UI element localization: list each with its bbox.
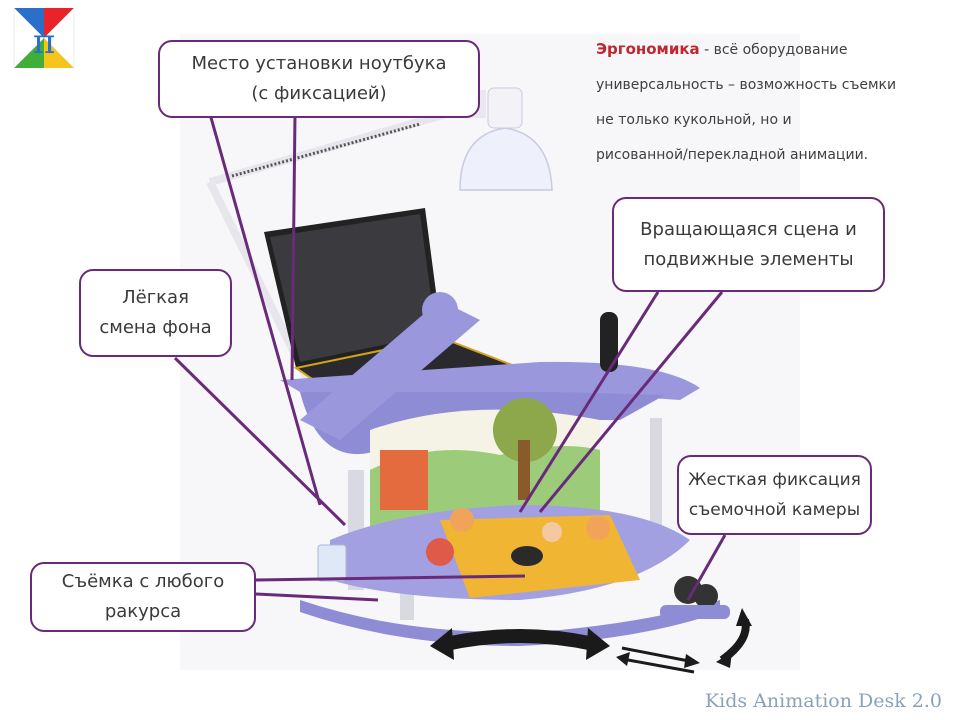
callout-laptop: Место установки ноутбука (с фиксацией) bbox=[158, 40, 480, 118]
callout-stage: Вращающаяся сцена и подвижные элементы bbox=[612, 197, 885, 292]
callout-background-line-1: Лёгкая bbox=[122, 287, 189, 308]
callout-camera-line-2: съемочной камеры bbox=[688, 500, 861, 520]
callout-camera: Жесткая фиксация съемочной камеры bbox=[677, 455, 872, 535]
callout-stage-line-2: подвижные элементы bbox=[643, 248, 854, 270]
leader-lines bbox=[173, 113, 727, 602]
callout-angle: Съёмка с любого ракурса bbox=[30, 562, 256, 632]
rotate-arrow-icon bbox=[430, 628, 610, 660]
callout-laptop-line-1: Место установки ноутбука bbox=[191, 53, 447, 74]
ergonomics-line-2: универсальность – возможность съемки bbox=[596, 77, 897, 93]
pi-logo-icon: π bbox=[13, 7, 75, 69]
callout-camera-line-1: Жесткая фиксация bbox=[688, 470, 861, 490]
callout-laptop-line-2: (с фиксацией) bbox=[251, 83, 387, 104]
ergonomics-heading: Эргономика bbox=[596, 40, 700, 58]
footer-title: Kids Animation Desk 2.0 bbox=[704, 690, 942, 712]
callout-angle-line-1: Съёмка с любого bbox=[61, 571, 225, 592]
laptop bbox=[264, 208, 524, 400]
ergonomics-line-1-rest: - всё оборудование bbox=[699, 42, 848, 58]
move-arrows-icon bbox=[616, 608, 752, 674]
callout-background-line-2: смена фона bbox=[99, 317, 212, 338]
logo-symbol: π bbox=[33, 22, 55, 62]
ergonomics-note: Эргономика - всё оборудование универсаль… bbox=[596, 32, 926, 173]
callout-angle-line-2: ракурса bbox=[104, 601, 182, 622]
callout-background: Лёгкая смена фона bbox=[79, 269, 232, 357]
lamp bbox=[206, 87, 553, 387]
callout-stage-line-1: Вращающаяся сцена и bbox=[640, 218, 857, 240]
ergonomics-line-4: рисованной/перекладной анимации. bbox=[596, 147, 869, 163]
ergonomics-line-3: не только кукольной, но и bbox=[596, 112, 792, 128]
ergonomics-line-1: Эргономика - всё оборудование bbox=[596, 32, 926, 68]
